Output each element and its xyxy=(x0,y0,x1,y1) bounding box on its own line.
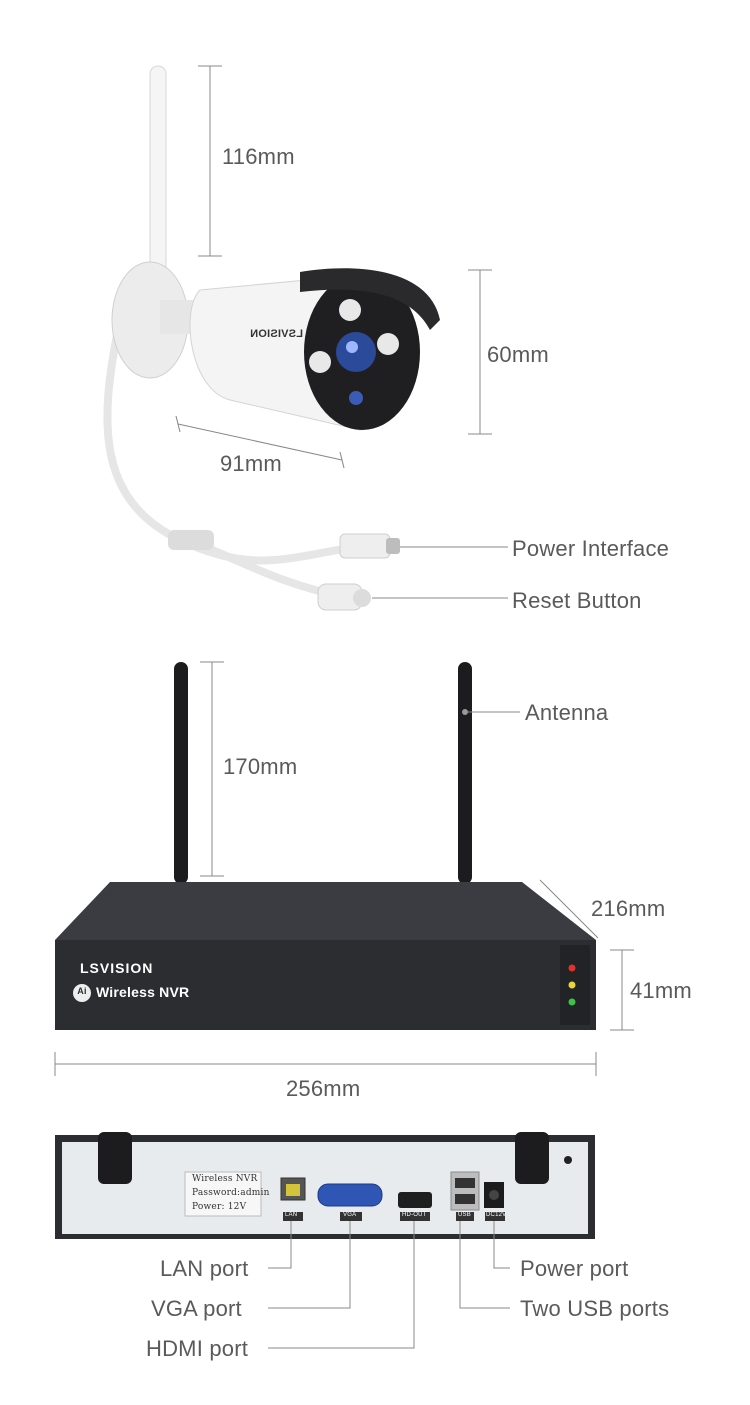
nvr-antenna-right xyxy=(458,662,472,884)
sticker-line-1: Wireless NVR xyxy=(192,1174,258,1184)
ai-badge: Ai xyxy=(77,986,87,996)
lan-port-label: LAN port xyxy=(160,1256,249,1281)
lan-port-tag: LAN xyxy=(285,1212,298,1218)
power-interface-label: Power Interface xyxy=(512,536,670,561)
usb-port-tag: USB xyxy=(458,1212,471,1218)
camera-height-dim-label: 60mm xyxy=(487,342,549,367)
nvr-height-dim-label: 41mm xyxy=(630,978,692,1003)
hdmi-port-label: HDMI port xyxy=(146,1336,249,1361)
usb-ports-label: Two USB ports xyxy=(520,1296,670,1321)
camera-length-dim-label: 91mm xyxy=(220,451,282,476)
vga-port-tag: VGA xyxy=(343,1212,357,1218)
nvr-front-face xyxy=(55,940,596,1030)
sticker-line-3: Power: 12V xyxy=(192,1202,247,1212)
nvr-top-surface xyxy=(55,882,596,940)
nvr-depth-dim-label: 216mm xyxy=(591,896,666,921)
camera-illustration xyxy=(103,65,508,611)
sticker-line-2: Password:admin xyxy=(192,1188,270,1198)
back-sticker xyxy=(184,1171,262,1217)
length-dim-line xyxy=(177,423,343,461)
wireless-nvr-label: Wireless NVR xyxy=(96,984,190,1000)
camera-antenna-dim-label: 116mm xyxy=(222,144,295,169)
power-connector xyxy=(339,533,400,559)
nvr-antenna-left xyxy=(174,662,188,884)
power-port-label: Power port xyxy=(520,1256,629,1281)
cable-splitter xyxy=(168,530,214,550)
nvr-antenna-dim-label: 170mm xyxy=(223,754,298,779)
nvr-brand-logo: LSVISION xyxy=(80,960,154,976)
reset-connector xyxy=(317,583,371,611)
nvr-front-illustration xyxy=(54,661,634,1076)
antenna-label: Antenna xyxy=(525,700,609,725)
nvr-back-illustration xyxy=(55,1132,595,1349)
dc-port-tag: DC12V xyxy=(486,1212,507,1218)
camera-antenna xyxy=(149,65,167,287)
reset-button-label: Reset Button xyxy=(512,588,642,613)
nvr-width-dim-label: 256mm xyxy=(286,1076,361,1101)
camera-brand-text: LSVISION xyxy=(250,328,303,340)
vga-port-label: VGA port xyxy=(151,1296,242,1321)
hdmi-port-tag: HD-OUT xyxy=(402,1212,427,1218)
